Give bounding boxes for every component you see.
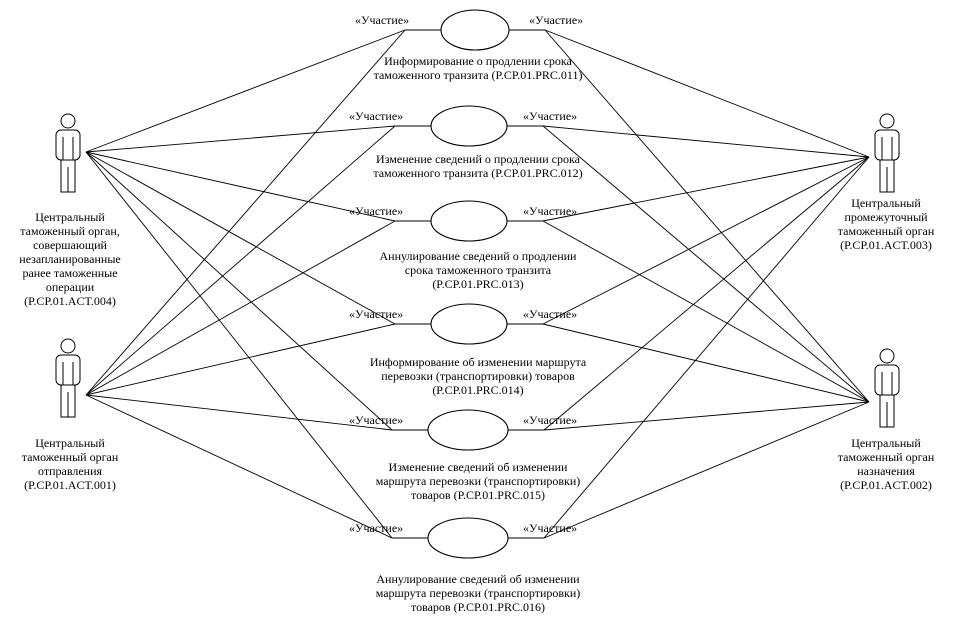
use-case-uc011 xyxy=(440,9,510,51)
association-a002-uc015 xyxy=(543,401,870,431)
actor-a002-torso-icon xyxy=(874,364,900,396)
association-a003-uc011 xyxy=(544,29,870,158)
actor-a004-head-icon xyxy=(60,113,76,129)
association-a003-uc015 xyxy=(543,156,870,431)
association-a004-uc012 xyxy=(85,125,396,153)
actor-a004-torso-icon xyxy=(55,129,81,161)
actor-label-a001: Центральный таможенный орган отправления… xyxy=(21,436,119,492)
association-a001-uc011 xyxy=(85,29,406,396)
stereotype-right-013: «Участие» xyxy=(523,204,578,218)
association-a002-uc014 xyxy=(542,323,870,403)
actor-label-a004: Центральный таможенный орган, совершающи… xyxy=(19,210,121,308)
association-a004-uc013 xyxy=(85,151,396,222)
use-case-uc015 xyxy=(427,409,509,451)
stereotype-left-013: «Участие» xyxy=(349,204,404,218)
association-a002-uc011 xyxy=(544,29,870,403)
association-a004-uc011 xyxy=(85,29,406,153)
stereotype-right-016: «Участие» xyxy=(523,521,578,535)
use-case-uc013 xyxy=(430,200,508,242)
actor-label-a002: Центральный таможенный орган назначения … xyxy=(837,436,935,492)
use-case-uc014 xyxy=(430,303,508,345)
use-case-label-014: Информирование об изменении маршрута пер… xyxy=(369,355,587,397)
stereotype-right-012: «Участие» xyxy=(523,109,578,123)
use-case-label-013: Аннулирование сведений о продлении срока… xyxy=(379,249,577,291)
association-a002-uc013 xyxy=(542,220,870,403)
association-a001-uc012 xyxy=(85,125,396,396)
association-a001-uc016 xyxy=(85,394,393,539)
association-a003-uc016 xyxy=(543,156,870,539)
association-a001-uc014 xyxy=(85,323,396,396)
association-a003-uc014 xyxy=(542,156,870,325)
stereotype-left-014: «Участие» xyxy=(349,307,404,321)
use-case-uc016 xyxy=(427,517,509,559)
stereotype-right-015: «Участие» xyxy=(523,413,578,427)
association-a001-uc015 xyxy=(85,394,393,431)
actor-a001-torso-icon xyxy=(55,354,81,386)
association-a003-uc013 xyxy=(542,156,870,222)
association-a001-uc013 xyxy=(85,220,396,396)
stereotype-right-011: «Участие» xyxy=(529,13,584,27)
use-case-label-015: Изменение сведений об изменении маршрута… xyxy=(375,460,581,502)
association-a002-uc016 xyxy=(543,401,870,539)
stereotype-left-015: «Участие» xyxy=(349,413,404,427)
use-case-uc012 xyxy=(430,105,508,147)
actor-a003-torso-icon xyxy=(874,129,900,161)
stereotype-left-011: «Участие» xyxy=(355,13,410,27)
association-a004-uc016 xyxy=(85,151,393,539)
association-a002-uc012 xyxy=(542,125,870,403)
actor-a001-head-icon xyxy=(60,338,76,354)
association-a004-uc014 xyxy=(85,151,396,325)
use-case-label-012: Изменение сведений о продлении срока там… xyxy=(373,152,583,180)
use-case-label-016: Аннулирование сведений об изменении марш… xyxy=(375,572,581,614)
use-case-label-011: Информирование о продлении срока таможен… xyxy=(373,54,583,82)
actor-a003-head-icon xyxy=(879,113,895,129)
actor-a002-head-icon xyxy=(879,348,895,364)
association-a003-uc012 xyxy=(542,125,870,158)
stereotype-right-014: «Участие» xyxy=(523,307,578,321)
association-a004-uc015 xyxy=(85,151,393,431)
stereotype-left-012: «Участие» xyxy=(349,109,404,123)
stereotype-left-016: «Участие» xyxy=(349,521,404,535)
actor-label-a003: Центральный промежуточный таможенный орг… xyxy=(837,196,935,252)
